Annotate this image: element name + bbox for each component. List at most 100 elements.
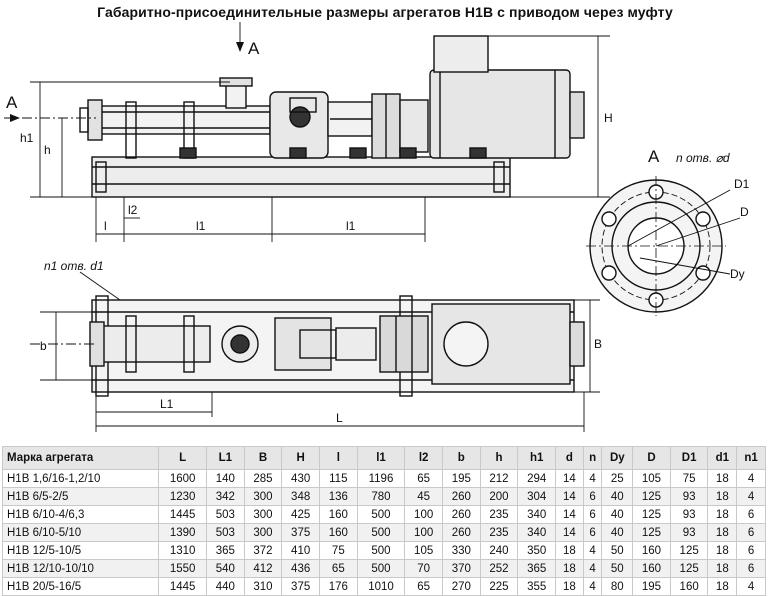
- table-cell: 4: [736, 577, 766, 596]
- dim-l2-label: l2: [128, 203, 138, 217]
- table-cell: 14: [555, 487, 584, 506]
- side-arrow-label: A: [6, 93, 18, 112]
- table-cell: 540: [205, 559, 245, 578]
- flange-view-label: A: [648, 147, 660, 166]
- table-cell: 195: [632, 577, 671, 596]
- table-cell: Н1В 1,6/16-1,2/10: [1, 469, 160, 488]
- table-cell: 125: [669, 541, 709, 560]
- table-header-cell: b: [441, 446, 481, 470]
- dim-L-label: L: [336, 411, 343, 425]
- table-cell: 140: [205, 469, 245, 488]
- drawing-title: Габаритно-присоединительные размеры агре…: [97, 4, 673, 20]
- table-cell: 300: [243, 487, 283, 506]
- table-cell: 160: [318, 505, 358, 524]
- table-cell: 294: [517, 469, 556, 488]
- table-header-cell: D1: [669, 446, 709, 470]
- table-cell: 252: [479, 559, 519, 578]
- table-cell: 93: [669, 487, 709, 506]
- table-cell: 503: [205, 505, 245, 524]
- table-header-cell: h: [479, 446, 519, 470]
- table-cell: Н1В 6/10-5/10: [1, 523, 160, 542]
- table-cell: 365: [517, 559, 556, 578]
- dim-h1-label: h1: [20, 131, 34, 145]
- table-cell: Н1В 12/10-10/10: [1, 559, 160, 578]
- table-cell: 260: [441, 505, 481, 524]
- table-cell: 18: [707, 577, 738, 596]
- table-header-cell: D: [632, 446, 671, 470]
- table-cell: 6: [582, 523, 603, 542]
- table-cell: 340: [517, 505, 556, 524]
- table-cell: Н1В 6/5-2/5: [1, 487, 160, 506]
- table-cell: 1445: [158, 577, 207, 596]
- table-cell: 340: [517, 523, 556, 542]
- table-cell: 70: [404, 559, 443, 578]
- top-view: [89, 295, 585, 397]
- table-cell: 260: [441, 523, 481, 542]
- table-cell: 4: [582, 541, 603, 560]
- table-cell: 375: [281, 577, 320, 596]
- table-cell: 342: [205, 487, 245, 506]
- table-cell: 100: [404, 505, 443, 524]
- table-cell: 348: [281, 487, 320, 506]
- table-header-cell: d1: [707, 446, 738, 470]
- view-arrow-label: A: [248, 39, 260, 58]
- table-cell: 125: [632, 505, 671, 524]
- table-cell: 14: [555, 523, 584, 542]
- table-cell: 500: [356, 559, 406, 578]
- table-cell: 105: [632, 469, 671, 488]
- table-header-cell: L1: [205, 446, 245, 470]
- table-cell: 4: [736, 487, 766, 506]
- table-cell: 6: [736, 523, 766, 542]
- holes-d1-label: n1 отв. d1: [44, 259, 104, 273]
- table-cell: 125: [669, 559, 709, 578]
- table-cell: 65: [404, 469, 443, 488]
- table-cell: 6: [736, 559, 766, 578]
- table-cell: 235: [479, 523, 519, 542]
- dim-l1-right-label: l1: [346, 219, 356, 233]
- table-cell: 1445: [158, 505, 207, 524]
- technical-drawing: A A A H h h1 l l2 l1 l1 n отв. ⌀d D1 D D…: [4, 22, 750, 432]
- table-cell: 225: [479, 577, 519, 596]
- table-cell: 1600: [158, 469, 207, 488]
- table-cell: 160: [318, 523, 358, 542]
- table-cell: 14: [555, 469, 584, 488]
- table-cell: 1230: [158, 487, 207, 506]
- table-cell: 40: [601, 505, 634, 524]
- table-cell: 40: [601, 523, 634, 542]
- table-cell: Н1В 6/10-4/6,3: [1, 505, 160, 524]
- dim-b-label: b: [40, 339, 47, 353]
- table-cell: 285: [243, 469, 283, 488]
- table-cell: 18: [707, 559, 738, 578]
- table-cell: 14: [555, 505, 584, 524]
- table-cell: 18: [707, 541, 738, 560]
- table-cell: 330: [441, 541, 481, 560]
- table-cell: 6: [736, 505, 766, 524]
- table-cell: 18: [707, 487, 738, 506]
- table-cell: 125: [632, 523, 671, 542]
- table-header-cell: B: [243, 446, 283, 470]
- dim-D1-label: D1: [734, 177, 750, 191]
- table-cell: 372: [243, 541, 283, 560]
- table-cell: 1310: [158, 541, 207, 560]
- table-cell: 160: [632, 541, 671, 560]
- dim-D-label: D: [740, 205, 749, 219]
- table-cell: 195: [441, 469, 481, 488]
- table-cell: 160: [669, 577, 709, 596]
- table-cell: 1196: [356, 469, 406, 488]
- table-cell: 350: [517, 541, 556, 560]
- table-cell: 410: [281, 541, 320, 560]
- table-cell: Н1В 12/5-10/5: [1, 541, 160, 560]
- table-cell: 4: [582, 577, 603, 596]
- table-header-cell: L: [158, 446, 207, 470]
- table-cell: 300: [243, 505, 283, 524]
- table-cell: 75: [318, 541, 358, 560]
- table-cell: 1010: [356, 577, 406, 596]
- table-cell: 436: [281, 559, 320, 578]
- table-cell: 370: [441, 559, 481, 578]
- table-cell: 310: [243, 577, 283, 596]
- table-header-cell: Марка агрегата: [1, 446, 160, 470]
